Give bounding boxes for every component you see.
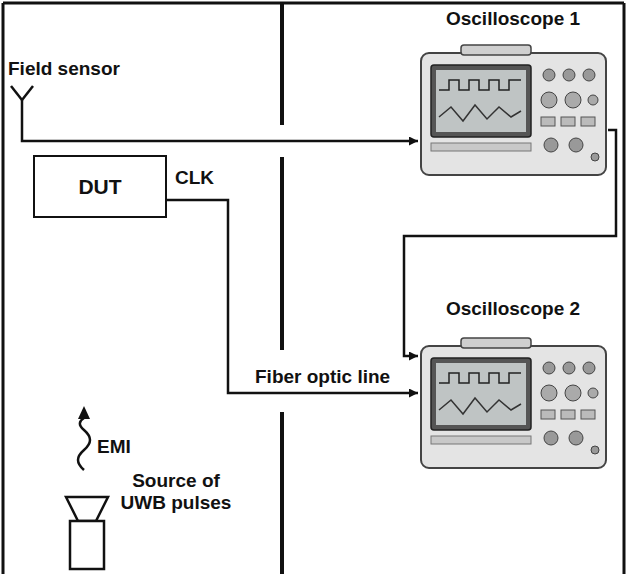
interference-label: EMI bbox=[97, 436, 131, 458]
node-label: Source of UWB pulses bbox=[116, 470, 236, 514]
node-label: Oscilloscope 2 bbox=[418, 298, 608, 320]
instrument-node: Field sensor bbox=[8, 58, 132, 111]
emi-wave-arrow bbox=[78, 406, 90, 470]
oscilloscope-picture bbox=[421, 45, 606, 175]
signal-line bbox=[167, 200, 418, 393]
horn-source bbox=[66, 497, 108, 569]
signal-name: CLK bbox=[175, 167, 214, 189]
signal-line bbox=[22, 111, 418, 141]
node-label: Oscilloscope 1 bbox=[418, 8, 608, 30]
node-label: Field sensor bbox=[8, 58, 132, 80]
device-box: DUT bbox=[33, 155, 167, 218]
oscilloscope-picture bbox=[421, 338, 606, 468]
frame bbox=[3, 3, 624, 574]
shield-wall bbox=[280, 3, 284, 574]
instrument-node: Oscilloscope 2 bbox=[418, 298, 608, 475]
line-label: Fiber optic line bbox=[252, 366, 393, 388]
device-name: DUT bbox=[78, 176, 121, 198]
signal-line bbox=[404, 130, 616, 356]
instrument-node: Oscilloscope 1 bbox=[418, 8, 608, 178]
instrument-node: Source of UWB pulses bbox=[62, 470, 242, 570]
antenna-symbol bbox=[11, 86, 33, 111]
